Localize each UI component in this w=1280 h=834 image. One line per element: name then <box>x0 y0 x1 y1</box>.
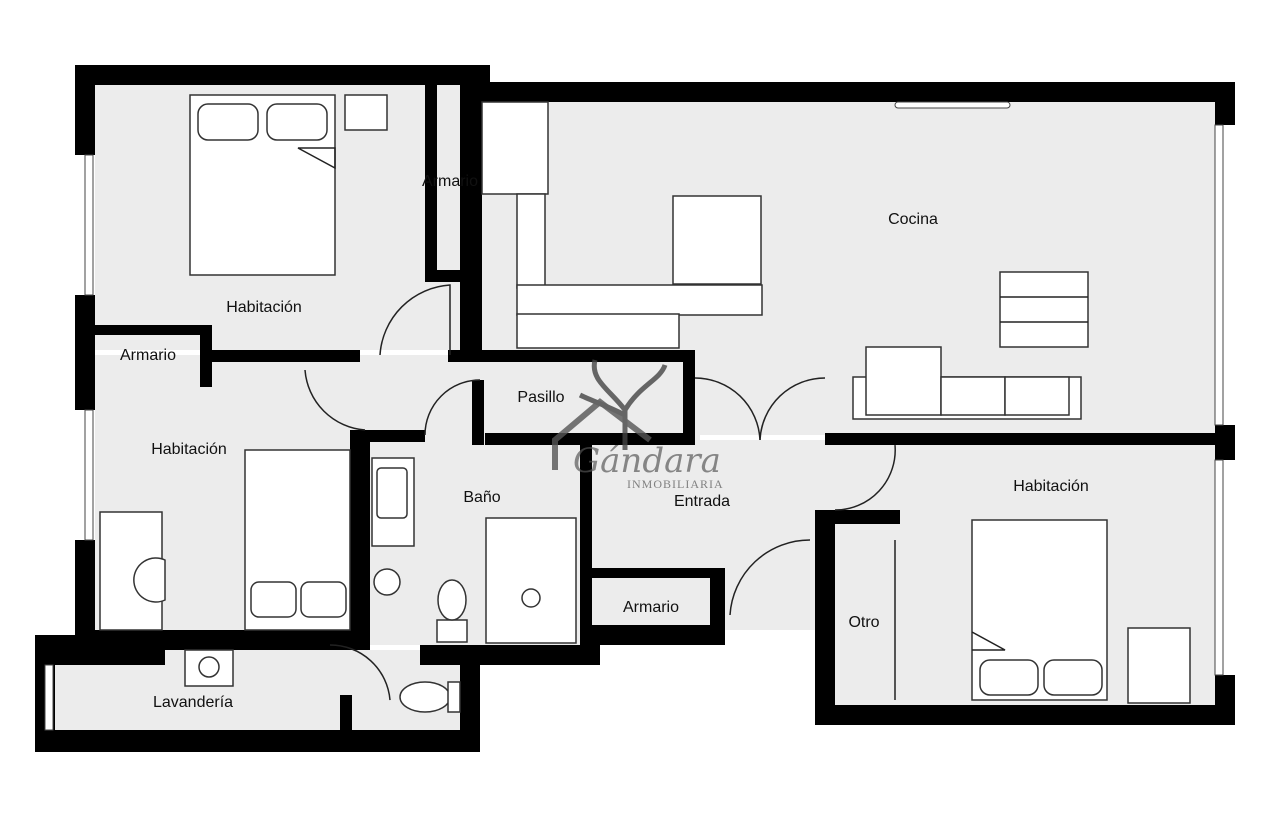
shower <box>485 517 577 644</box>
label-other: Otro <box>848 614 879 631</box>
doors <box>304 284 896 701</box>
walls <box>35 65 1235 752</box>
label-laundry: Lavandería <box>153 694 233 711</box>
label-bedroom-left: Habitación <box>151 441 227 458</box>
label-wardrobe-entrance: Armario <box>623 599 679 616</box>
room-floors <box>55 85 1220 730</box>
logo-subtitle: INMOBILIARIA <box>627 477 724 491</box>
label-wardrobe-top: Armario <box>422 173 478 190</box>
label-bedroom-top-left: Habitación <box>226 299 302 316</box>
label-bathroom: Baño <box>463 489 500 506</box>
room-labels: Habitación Armario Armario Habitación Co… <box>120 173 1089 711</box>
logo: Gándara INMOBILIARIA <box>552 359 724 491</box>
windows <box>44 101 1224 731</box>
label-bedroom-right: Habitación <box>1013 478 1089 495</box>
label-wardrobe-left: Armario <box>120 347 176 364</box>
label-hallway: Pasillo <box>517 389 564 406</box>
logo-name: Gándara <box>573 441 721 481</box>
label-entrance: Entrada <box>674 493 730 510</box>
furniture <box>99 94 1191 713</box>
label-kitchen: Cocina <box>888 211 938 228</box>
